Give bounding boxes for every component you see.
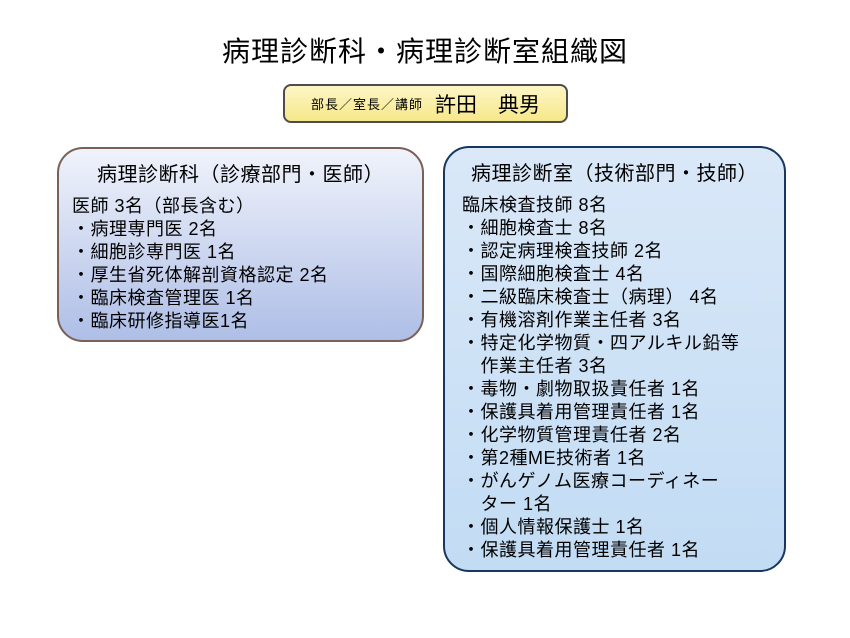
medical-department-box: 病理診断科（診療部門・医師） 医師 3名（部長含む） ・病理専門医 2名・細胞診専… xyxy=(57,147,424,342)
technical-list-item: ・個人情報保護士 1名 xyxy=(462,517,645,537)
technical-list-item: ・特定化学物質・四アルキル鉛等 xyxy=(462,333,740,353)
technical-list-item: ・保護具着用管理責任者 1名 xyxy=(462,402,701,422)
technical-list-item: ・国際細胞検査士 4名 xyxy=(462,264,645,284)
medical-list-item: 医師 3名（部長含む） xyxy=(72,196,255,216)
technical-list-item: 作業主任者 3名 xyxy=(462,356,608,376)
technical-department-box: 病理診断室（技術部門・技師） 臨床検査技師 8名・細胞検査士 8名・認定病理検査… xyxy=(443,146,786,572)
technical-list-item: ・毒物・劇物取扱責任者 1名 xyxy=(462,379,701,399)
technical-department-list: 臨床検査技師 8名・細胞検査士 8名・認定病理検査技師 2名・国際細胞検査士 4… xyxy=(445,186,784,562)
medical-department-list: 医師 3名（部長含む） ・病理専門医 2名・細胞診専門医 1名・厚生省死体解剖資格… xyxy=(59,187,422,333)
medical-department-heading: 病理診断科（診療部門・医師） xyxy=(97,164,384,186)
technical-list-item: ・化学物質管理責任者 2名 xyxy=(462,425,682,445)
director-name: 許田 典男 xyxy=(435,93,540,117)
technical-list-item: ・二級臨床検査士（病理） 4名 xyxy=(462,287,719,307)
technical-list-item: ・細胞検査士 8名 xyxy=(462,218,608,238)
technical-list-item: ター 1名 xyxy=(462,494,553,514)
technical-department-heading: 病理診断室（技術部門・技師） xyxy=(471,163,758,185)
technical-list-item: ・第2種ME技術者 1名 xyxy=(462,448,647,468)
medical-list-item: ・厚生省死体解剖資格認定 2名 xyxy=(72,265,329,285)
director-role-label: 部長／室長／講師 xyxy=(310,97,423,112)
director-box: 部長／室長／講師 許田 典男 xyxy=(283,84,568,123)
technical-list-item: ・認定病理検査技師 2名 xyxy=(462,241,664,261)
medical-list-item: ・臨床検査管理医 1名 xyxy=(72,288,255,308)
medical-list-item: ・細胞診専門医 1名 xyxy=(72,242,237,262)
technical-list-item: ・がんゲノム医療コーディネー xyxy=(462,471,720,491)
technical-list-item: ・有機溶剤作業主任者 3名 xyxy=(462,310,682,330)
medical-list-item: ・病理専門医 2名 xyxy=(72,219,218,239)
medical-list-item: ・臨床研修指導医1名 xyxy=(72,311,250,331)
technical-list-item: 臨床検査技師 8名 xyxy=(462,195,608,215)
page-title: 病理診断科・病理診断室組織図 xyxy=(221,36,628,67)
technical-list-item: ・保護具着用管理責任者 1名 xyxy=(462,540,701,560)
